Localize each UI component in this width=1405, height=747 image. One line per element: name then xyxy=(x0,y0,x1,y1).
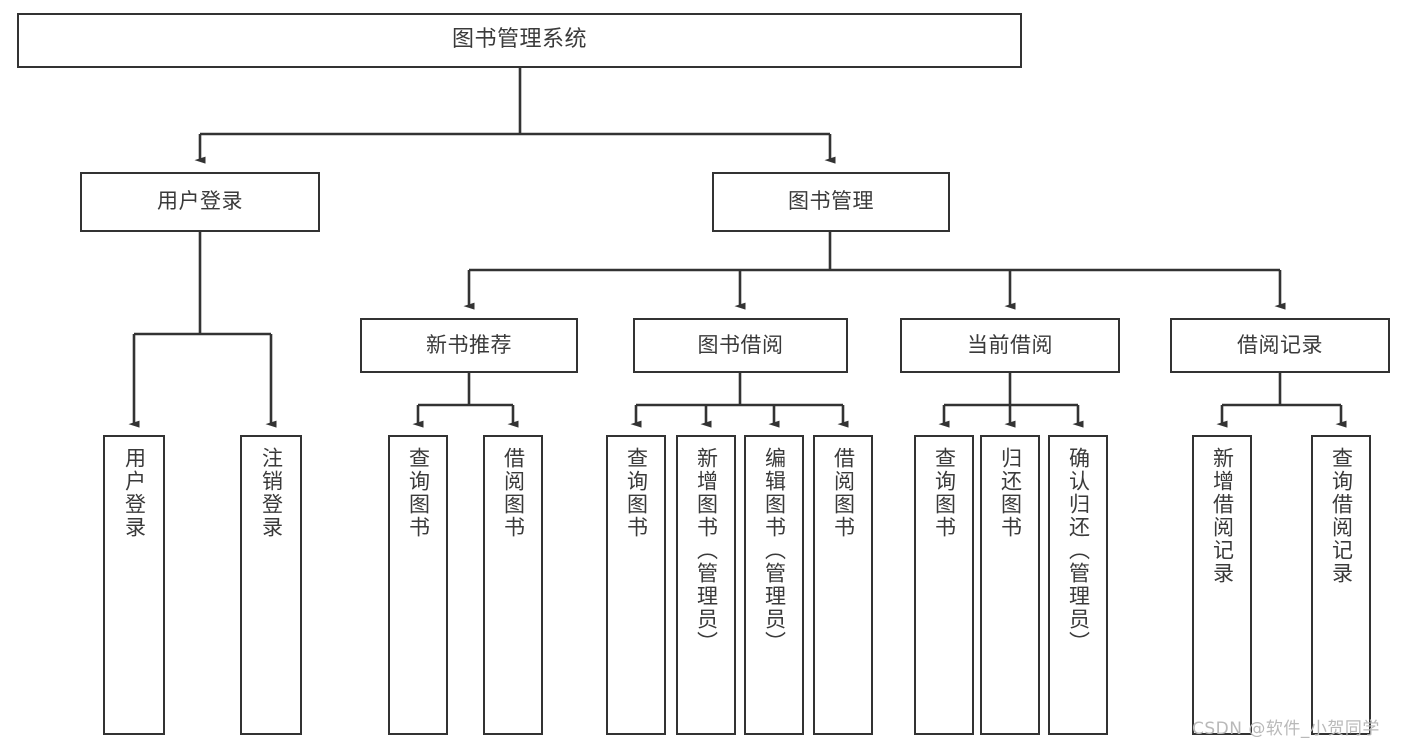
node-new-book-recommend[interactable]: 新书推荐 xyxy=(360,318,578,373)
node-current-borrow[interactable]: 当前借阅 xyxy=(900,318,1120,373)
node-leaf-borrow-borrow-book-label: 借阅图书 xyxy=(831,447,856,539)
node-leaf-borrow-add-book[interactable]: 新增图书（管理员） xyxy=(676,435,736,735)
node-leaf-user-login[interactable]: 用户登录 xyxy=(103,435,165,735)
node-leaf-logout[interactable]: 注销登录 xyxy=(240,435,302,735)
node-leaf-current-query-book[interactable]: 查询图书 xyxy=(914,435,974,735)
node-book-borrow[interactable]: 图书借阅 xyxy=(633,318,848,373)
node-user-login[interactable]: 用户登录 xyxy=(80,172,320,232)
node-leaf-borrow-edit-book-label: 编辑图书（管理员） xyxy=(762,447,787,654)
node-root-system[interactable]: 图书管理系统 xyxy=(17,13,1022,68)
node-leaf-newbook-query-book-label: 查询图书 xyxy=(406,447,431,539)
node-leaf-logout-label: 注销登录 xyxy=(259,447,284,539)
node-borrow-record-label: 借阅记录 xyxy=(1237,332,1323,357)
node-leaf-borrow-borrow-book[interactable]: 借阅图书 xyxy=(813,435,873,735)
node-leaf-user-login-label: 用户登录 xyxy=(122,447,147,539)
node-leaf-borrow-add-book-label: 新增图书（管理员） xyxy=(694,447,719,654)
node-leaf-record-query-label: 查询借阅记录 xyxy=(1329,447,1354,585)
node-leaf-record-query[interactable]: 查询借阅记录 xyxy=(1311,435,1371,735)
node-user-login-label: 用户登录 xyxy=(157,189,243,214)
node-book-borrow-label: 图书借阅 xyxy=(697,332,784,357)
node-current-borrow-label: 当前借阅 xyxy=(967,332,1053,357)
node-new-book-recommend-label: 新书推荐 xyxy=(426,332,512,357)
node-leaf-current-return-book-label: 归还图书 xyxy=(998,447,1023,539)
node-leaf-borrow-edit-book[interactable]: 编辑图书（管理员） xyxy=(744,435,804,735)
node-leaf-current-confirm-return-label: 确认归还（管理员） xyxy=(1066,447,1091,654)
node-leaf-newbook-borrow-book[interactable]: 借阅图书 xyxy=(483,435,543,735)
node-leaf-current-return-book[interactable]: 归还图书 xyxy=(980,435,1040,735)
node-leaf-record-add-label: 新增借阅记录 xyxy=(1210,447,1235,585)
node-leaf-borrow-query-book-label: 查询图书 xyxy=(624,447,649,539)
node-leaf-newbook-borrow-book-label: 借阅图书 xyxy=(501,447,526,539)
node-leaf-current-query-book-label: 查询图书 xyxy=(932,447,957,539)
node-leaf-current-confirm-return[interactable]: 确认归还（管理员） xyxy=(1048,435,1108,735)
node-leaf-record-add[interactable]: 新增借阅记录 xyxy=(1192,435,1252,735)
node-root-system-label: 图书管理系统 xyxy=(451,27,587,53)
node-leaf-borrow-query-book[interactable]: 查询图书 xyxy=(606,435,666,735)
node-book-management[interactable]: 图书管理 xyxy=(712,172,950,232)
watermark-csdn: CSDN @软件_小贺同学 xyxy=(1192,719,1380,739)
node-book-management-label: 图书管理 xyxy=(788,189,874,214)
node-leaf-newbook-query-book[interactable]: 查询图书 xyxy=(388,435,448,735)
node-borrow-record[interactable]: 借阅记录 xyxy=(1170,318,1390,373)
